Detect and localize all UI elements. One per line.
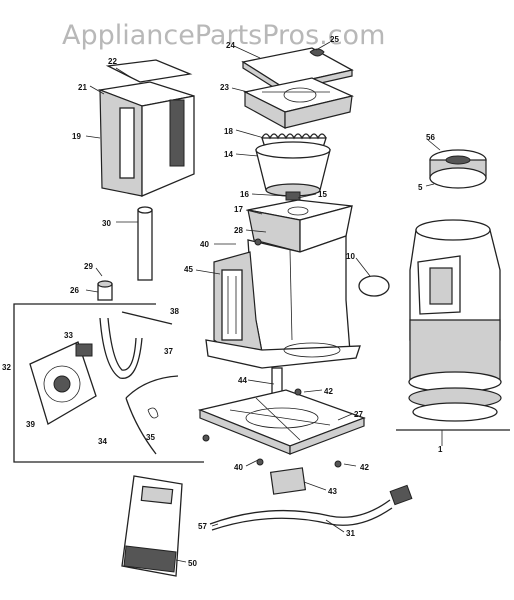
callout-34: 34: [98, 437, 107, 446]
callout-32: 32: [2, 363, 11, 372]
part-31-power-cord: [209, 484, 413, 531]
callout-56: 56: [426, 133, 435, 142]
callout-22: 22: [108, 57, 117, 66]
callout-29: 29: [84, 262, 93, 271]
callout-17: 17: [234, 205, 243, 214]
callout-31: 31: [346, 529, 355, 538]
part-43-rating-label: [269, 467, 307, 495]
part-30-water-tube: [137, 206, 153, 281]
part-32-heater-assembly-box: [13, 303, 204, 463]
callout-44: 44: [238, 376, 247, 385]
callout-16: 16: [240, 190, 249, 199]
callout-42-top: 42: [324, 387, 333, 396]
callout-labels: 22 21 19 24 25 23 18 14 16 15 17 28 40 4…: [2, 35, 443, 568]
part-27-base-plate: [197, 367, 366, 455]
callout-43: 43: [328, 487, 337, 496]
part-50-front-panel: [121, 475, 183, 577]
callout-39: 39: [26, 420, 35, 429]
callout-38: 38: [170, 307, 179, 316]
part-26-valve: [97, 280, 113, 301]
part-10-gasket-ring: [358, 275, 390, 297]
callout-45: 45: [184, 265, 193, 274]
callout-40-top: 40: [200, 240, 209, 249]
part-56-carafe-lid: [429, 149, 487, 189]
callout-30: 30: [102, 219, 111, 228]
part-1-thermal-carafe: [396, 219, 510, 431]
callout-5: 5: [418, 183, 423, 192]
part-24-lid-cover: [241, 47, 354, 94]
part-19-water-reservoir: [97, 59, 195, 197]
watermark-text: AppliancePartsPros.com: [62, 20, 385, 51]
part-23-lid-frame: [243, 77, 355, 130]
callout-1: 1: [438, 445, 443, 454]
hardware-screws: [202, 238, 342, 468]
callout-14: 14: [224, 150, 233, 159]
callout-10: 10: [346, 252, 355, 261]
callout-42-bottom: 42: [360, 463, 369, 472]
callout-15: 15: [318, 190, 327, 199]
main-housing: [205, 235, 361, 369]
callout-33: 33: [64, 331, 73, 340]
callout-37: 37: [164, 347, 173, 356]
callout-25: 25: [330, 35, 339, 44]
callout-19: 19: [72, 132, 81, 141]
callout-50: 50: [188, 559, 197, 568]
callout-57: 57: [198, 522, 207, 531]
leader-lines: [85, 41, 443, 563]
callout-24: 24: [226, 41, 235, 50]
callout-40-bottom: 40: [234, 463, 243, 472]
callout-18: 18: [224, 127, 233, 136]
callout-26: 26: [70, 286, 79, 295]
callout-28: 28: [234, 226, 243, 235]
callout-35: 35: [146, 433, 155, 442]
callout-23: 23: [220, 83, 229, 92]
callout-21: 21: [78, 83, 87, 92]
part-14-brew-basket: [255, 141, 331, 201]
callout-27: 27: [354, 410, 363, 419]
